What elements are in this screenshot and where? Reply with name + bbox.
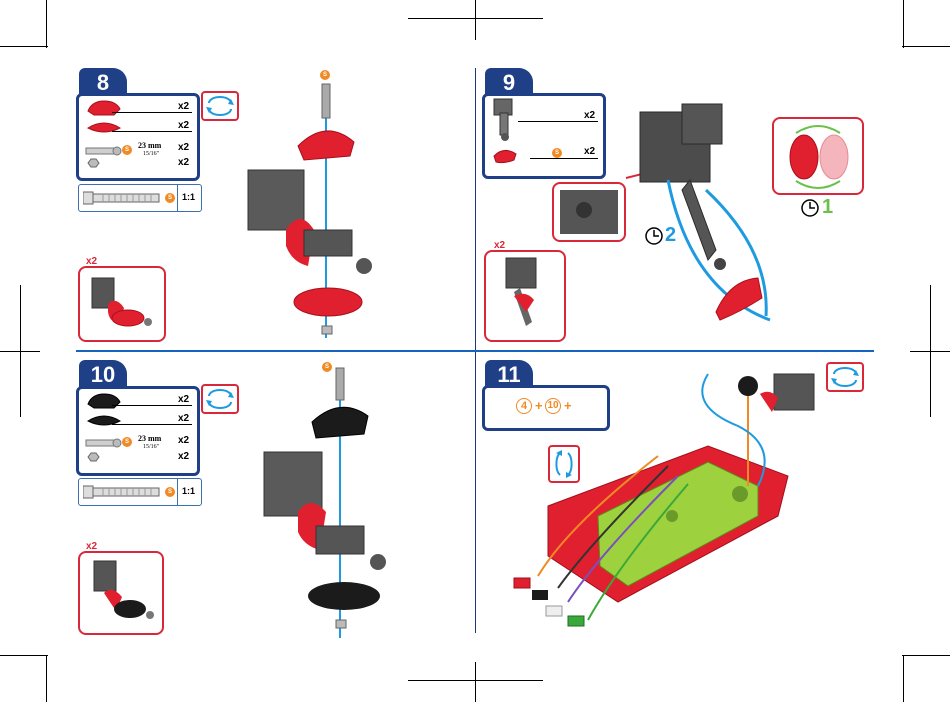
assembly-illustration-8 (240, 80, 390, 345)
bolt-length-fraction: 15/16" (143, 444, 159, 450)
red-disc-part (84, 118, 124, 138)
qty-label: x2 (178, 394, 189, 405)
rotate-indicator-box (201, 91, 239, 121)
qty-label: x2 (178, 142, 189, 153)
bolt-length-fraction: 15/16" (143, 151, 159, 157)
clock-timer-2 (644, 226, 664, 251)
qty-line (112, 424, 192, 425)
assembly-illustration-11 (508, 366, 823, 634)
qty-line (518, 121, 598, 122)
step-number: 10 (79, 360, 127, 388)
qty-line (530, 158, 598, 159)
screw-icon: S (122, 145, 132, 155)
screw-icon: S (320, 70, 330, 80)
scale-divider (177, 185, 178, 211)
detail-zoom-box (552, 182, 626, 242)
rotate-indicator-box (201, 384, 239, 414)
qty-line (112, 405, 192, 406)
qty-line (112, 112, 192, 113)
clock-number: 2 (665, 224, 676, 247)
bolt-icon (83, 485, 163, 499)
rotation-detail-illustration (774, 119, 862, 193)
qty-label: x2 (584, 110, 595, 121)
bolt-length: 23 mm (138, 141, 161, 150)
scale-divider (177, 479, 178, 505)
subassembly-illustration (80, 553, 162, 633)
red-connector-part (84, 97, 124, 119)
bolt-icon (83, 191, 163, 205)
rotate-icon (203, 93, 237, 119)
step-number: 8 (79, 68, 127, 96)
rotate-icon (828, 364, 862, 390)
black-connector-part (84, 390, 124, 412)
bolt-length: 23 mm (138, 434, 161, 443)
assembly-illustration-10 (250, 366, 400, 640)
rotate-icon (203, 386, 237, 412)
qty-label: x2 (178, 413, 189, 424)
assembly-illustration-9 (620, 100, 780, 330)
screw-part (84, 145, 124, 157)
subassembly-illustration (486, 252, 564, 340)
panel-divider-horizontal (76, 350, 874, 352)
qty-label: x2 (178, 101, 189, 112)
qty-label: x2 (178, 451, 189, 462)
screw-part (84, 437, 124, 449)
clock-number: 1 (822, 196, 833, 219)
rotation-detail-box (772, 117, 864, 195)
step-number: 9 (485, 68, 533, 96)
detail-illustration (554, 184, 624, 240)
rotate-indicator-box (826, 362, 864, 392)
subassembly-box (484, 250, 566, 342)
screw-icon: S (552, 148, 562, 158)
black-disc-part (84, 411, 124, 431)
subassembly-box (78, 266, 166, 342)
qty-label: x2 (584, 146, 595, 157)
screw-icon: S (122, 437, 132, 447)
red-clip-part (492, 146, 518, 164)
subassembly-illustration (80, 268, 164, 340)
qty-label: x2 (178, 120, 189, 131)
qty-label: x2 (178, 157, 189, 168)
nut-part (86, 452, 100, 462)
screw-icon: S (165, 193, 175, 203)
subassembly-box (78, 551, 164, 635)
clock-icon (644, 226, 664, 246)
gray-connector-part (492, 97, 522, 143)
clock-timer-1 (800, 198, 820, 223)
clock-icon (800, 198, 820, 218)
qty-line (112, 131, 192, 132)
bolt-scale-box: S 1:1 (78, 478, 202, 506)
nut-part (86, 158, 100, 168)
qty-label: x2 (178, 435, 189, 446)
scale-label: 1:1 (182, 192, 195, 202)
bolt-scale-box: S 1:1 (78, 184, 202, 212)
scale-label: 1:1 (182, 486, 195, 496)
screw-icon: S (165, 487, 175, 497)
